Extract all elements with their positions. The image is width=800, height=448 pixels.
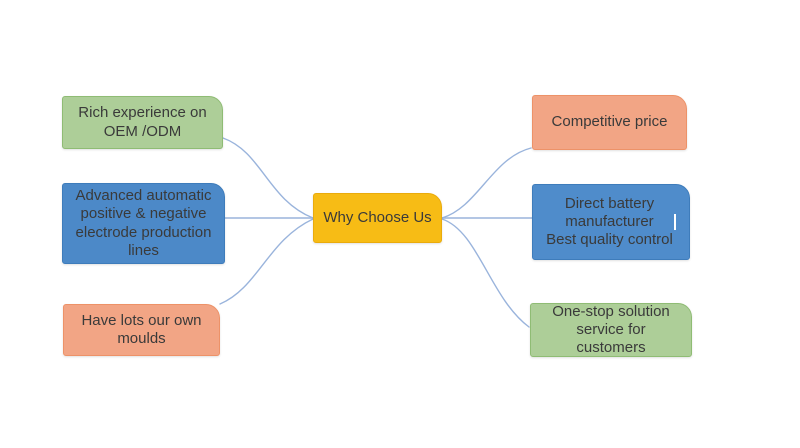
node-center-topic[interactable]: Why Choose Us xyxy=(313,193,442,243)
node-label: Why Choose Us xyxy=(323,208,432,226)
connector-rich-experience xyxy=(222,137,314,219)
node-label: Direct battery manufacturer Best quality… xyxy=(546,194,673,249)
node-label: Advanced automatic positive & negative e… xyxy=(75,186,212,259)
text-cursor xyxy=(673,214,676,230)
node-own-moulds[interactable]: Have lots our own moulds xyxy=(63,304,220,356)
node-production-lines[interactable]: Advanced automatic positive & negative e… xyxy=(62,183,225,264)
node-label: Have lots our own moulds xyxy=(81,311,202,347)
connector-one-stop-solution xyxy=(441,218,530,328)
connector-own-moulds xyxy=(219,218,314,305)
node-label: One-stop solution service for customers xyxy=(552,302,670,357)
node-direct-manufacturer[interactable]: Direct battery manufacturer Best quality… xyxy=(532,184,690,260)
node-label: Rich experience on OEM /ODM xyxy=(78,104,207,140)
node-one-stop-solution[interactable]: One-stop solution service for customers xyxy=(530,303,692,357)
node-competitive-price[interactable]: Competitive price xyxy=(532,95,687,150)
connector-competitive-price xyxy=(441,147,532,219)
node-rich-experience[interactable]: Rich experience on OEM /ODM xyxy=(62,96,223,149)
node-label: Competitive price xyxy=(551,113,668,131)
